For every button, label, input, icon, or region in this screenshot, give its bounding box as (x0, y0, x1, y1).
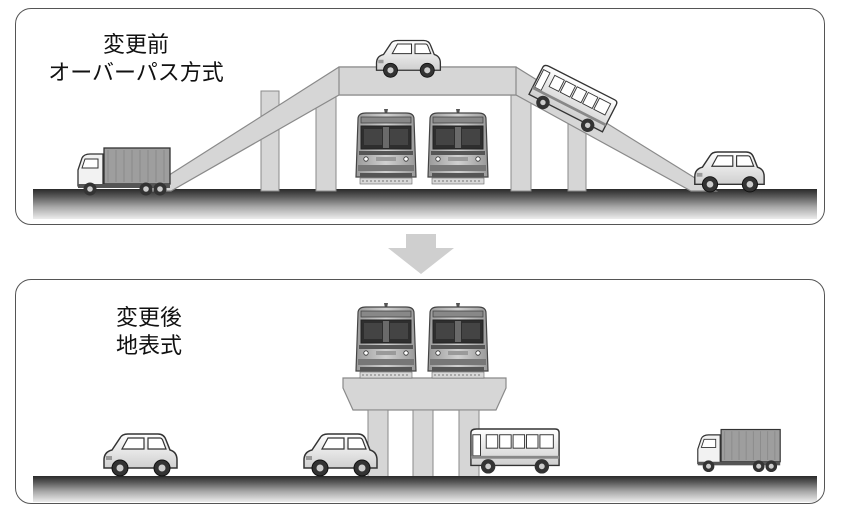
after-label: 変更後 (116, 306, 183, 331)
ground (33, 476, 817, 502)
bus (470, 428, 560, 475)
train-right (427, 302, 489, 379)
train-right (427, 108, 489, 185)
before-panel: 変更前 オーバーパス方式 (15, 8, 825, 225)
at-grade-scene (33, 302, 817, 502)
before-title: 変更前 オーバーパス方式 (16, 32, 256, 88)
after-panel: 変更後 地表式 (15, 279, 825, 504)
train-left (355, 108, 417, 185)
before-label: 変更前 (102, 33, 169, 58)
overpass-scene (33, 39, 817, 219)
car-left (103, 433, 178, 477)
after-method: 地表式 (116, 334, 183, 359)
down-arrow-icon (388, 234, 454, 274)
train-left (355, 302, 417, 379)
truck (77, 147, 171, 197)
car-middle (303, 433, 378, 477)
before-method: オーバーパス方式 (48, 61, 224, 86)
car-right (694, 151, 765, 193)
truck (697, 428, 781, 473)
after-title: 変更後 地表式 (116, 305, 182, 361)
